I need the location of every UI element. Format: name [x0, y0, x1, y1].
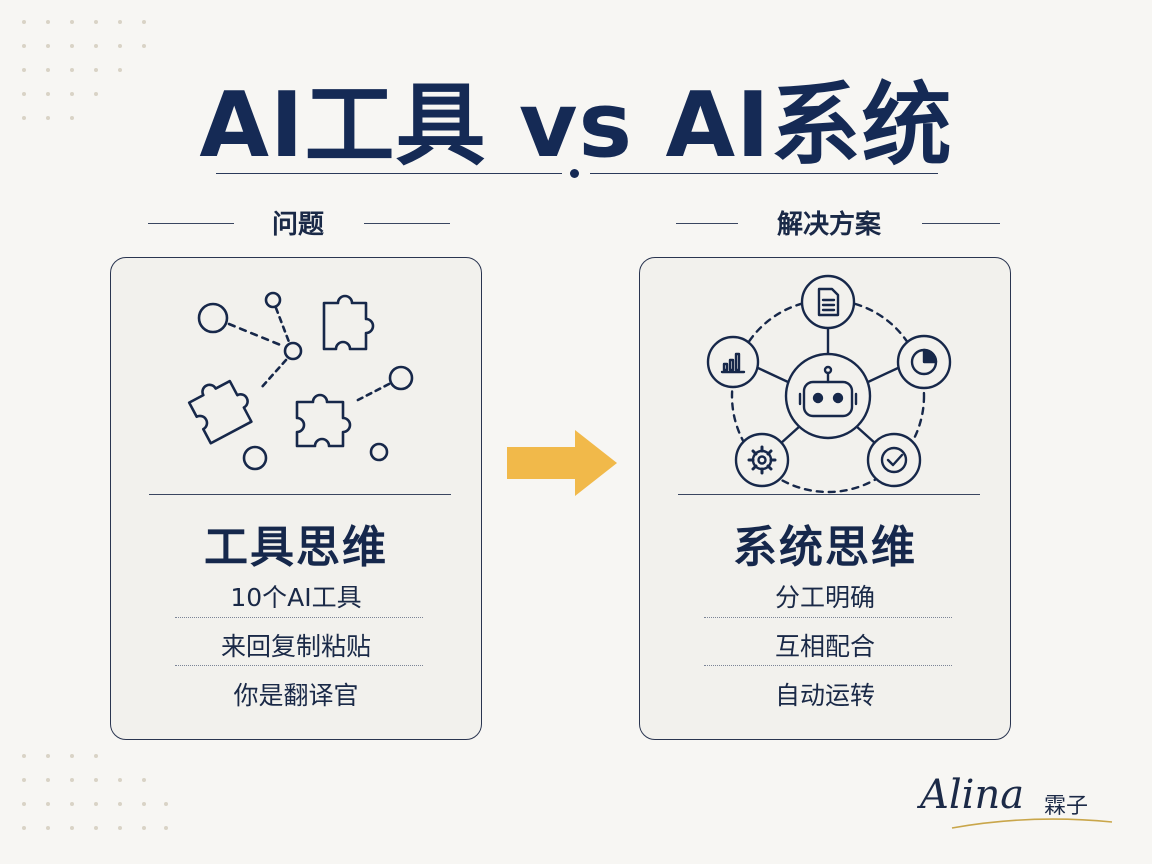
right-section-rule-left	[676, 223, 738, 224]
decorative-dot-grid-top-left	[22, 20, 146, 120]
signature-chinese: 霖子	[1044, 794, 1089, 819]
scattered-tools-illustration	[187, 291, 414, 471]
signature-underline	[951, 818, 1113, 829]
left-item-2: 来回复制粘贴	[220, 632, 371, 661]
item-divider	[175, 617, 423, 618]
right-item-2: 互相配合	[774, 632, 875, 661]
left-item-3: 你是翻译官	[233, 681, 359, 710]
left-section-label: 问题	[271, 210, 324, 240]
tool-thinking-heading: 工具思维	[204, 522, 388, 573]
right-item-3: 自动运转	[774, 681, 875, 710]
gear-icon	[747, 445, 777, 475]
node-circle	[369, 442, 389, 462]
tool-thinking-panel: 工具思维 10个AI工具 来回复制粘贴 你是翻译官	[110, 257, 482, 740]
right-panel-rule	[678, 494, 980, 495]
dashed-link	[274, 306, 291, 344]
page-title: AI工具 vs AI系统	[199, 73, 953, 178]
left-panel-rule	[149, 494, 451, 495]
right-section-label: 解决方案	[776, 210, 881, 240]
puzzle-piece-icon	[322, 294, 375, 351]
signature-latin: Alina	[920, 772, 1025, 818]
puzzle-piece-icon	[295, 393, 352, 448]
left-item-1: 10个AI工具	[230, 583, 362, 612]
robot-hub	[784, 352, 872, 440]
node-circle	[264, 291, 282, 309]
item-divider	[704, 617, 952, 618]
dashed-link	[354, 382, 391, 403]
bar-chart-icon	[720, 352, 746, 374]
title-rule-dot	[570, 169, 579, 178]
title-rule-left	[216, 173, 562, 174]
left-section-rule-left	[148, 223, 234, 224]
node-circle	[242, 445, 268, 471]
item-divider	[175, 665, 423, 666]
check-circle-icon	[880, 446, 908, 474]
dashed-orbit	[730, 298, 926, 494]
left-section-rule-right	[364, 223, 450, 224]
title-rule-right	[590, 173, 938, 174]
item-divider	[704, 665, 952, 666]
system-thinking-heading: 系统思维	[733, 522, 917, 573]
decorative-dot-grid-bottom-left	[22, 754, 168, 830]
dashed-link	[227, 322, 285, 348]
right-arrow-icon	[507, 430, 617, 496]
robot-icon	[798, 365, 858, 418]
right-section-rule-right	[922, 223, 1000, 224]
node-circle	[197, 302, 229, 334]
document-icon	[817, 287, 840, 317]
puzzle-piece-icon	[187, 379, 253, 445]
system-thinking-panel: 系统思维 分工明确 互相配合 自动运转	[639, 257, 1011, 740]
node-circle	[283, 341, 303, 361]
dashed-link	[259, 358, 288, 390]
author-signature: Alina 霖子	[920, 770, 1120, 830]
pie-chart-icon	[910, 348, 938, 376]
connected-system-illustration	[706, 274, 952, 494]
right-item-1: 分工明确	[774, 583, 875, 612]
node-circle	[388, 365, 414, 391]
